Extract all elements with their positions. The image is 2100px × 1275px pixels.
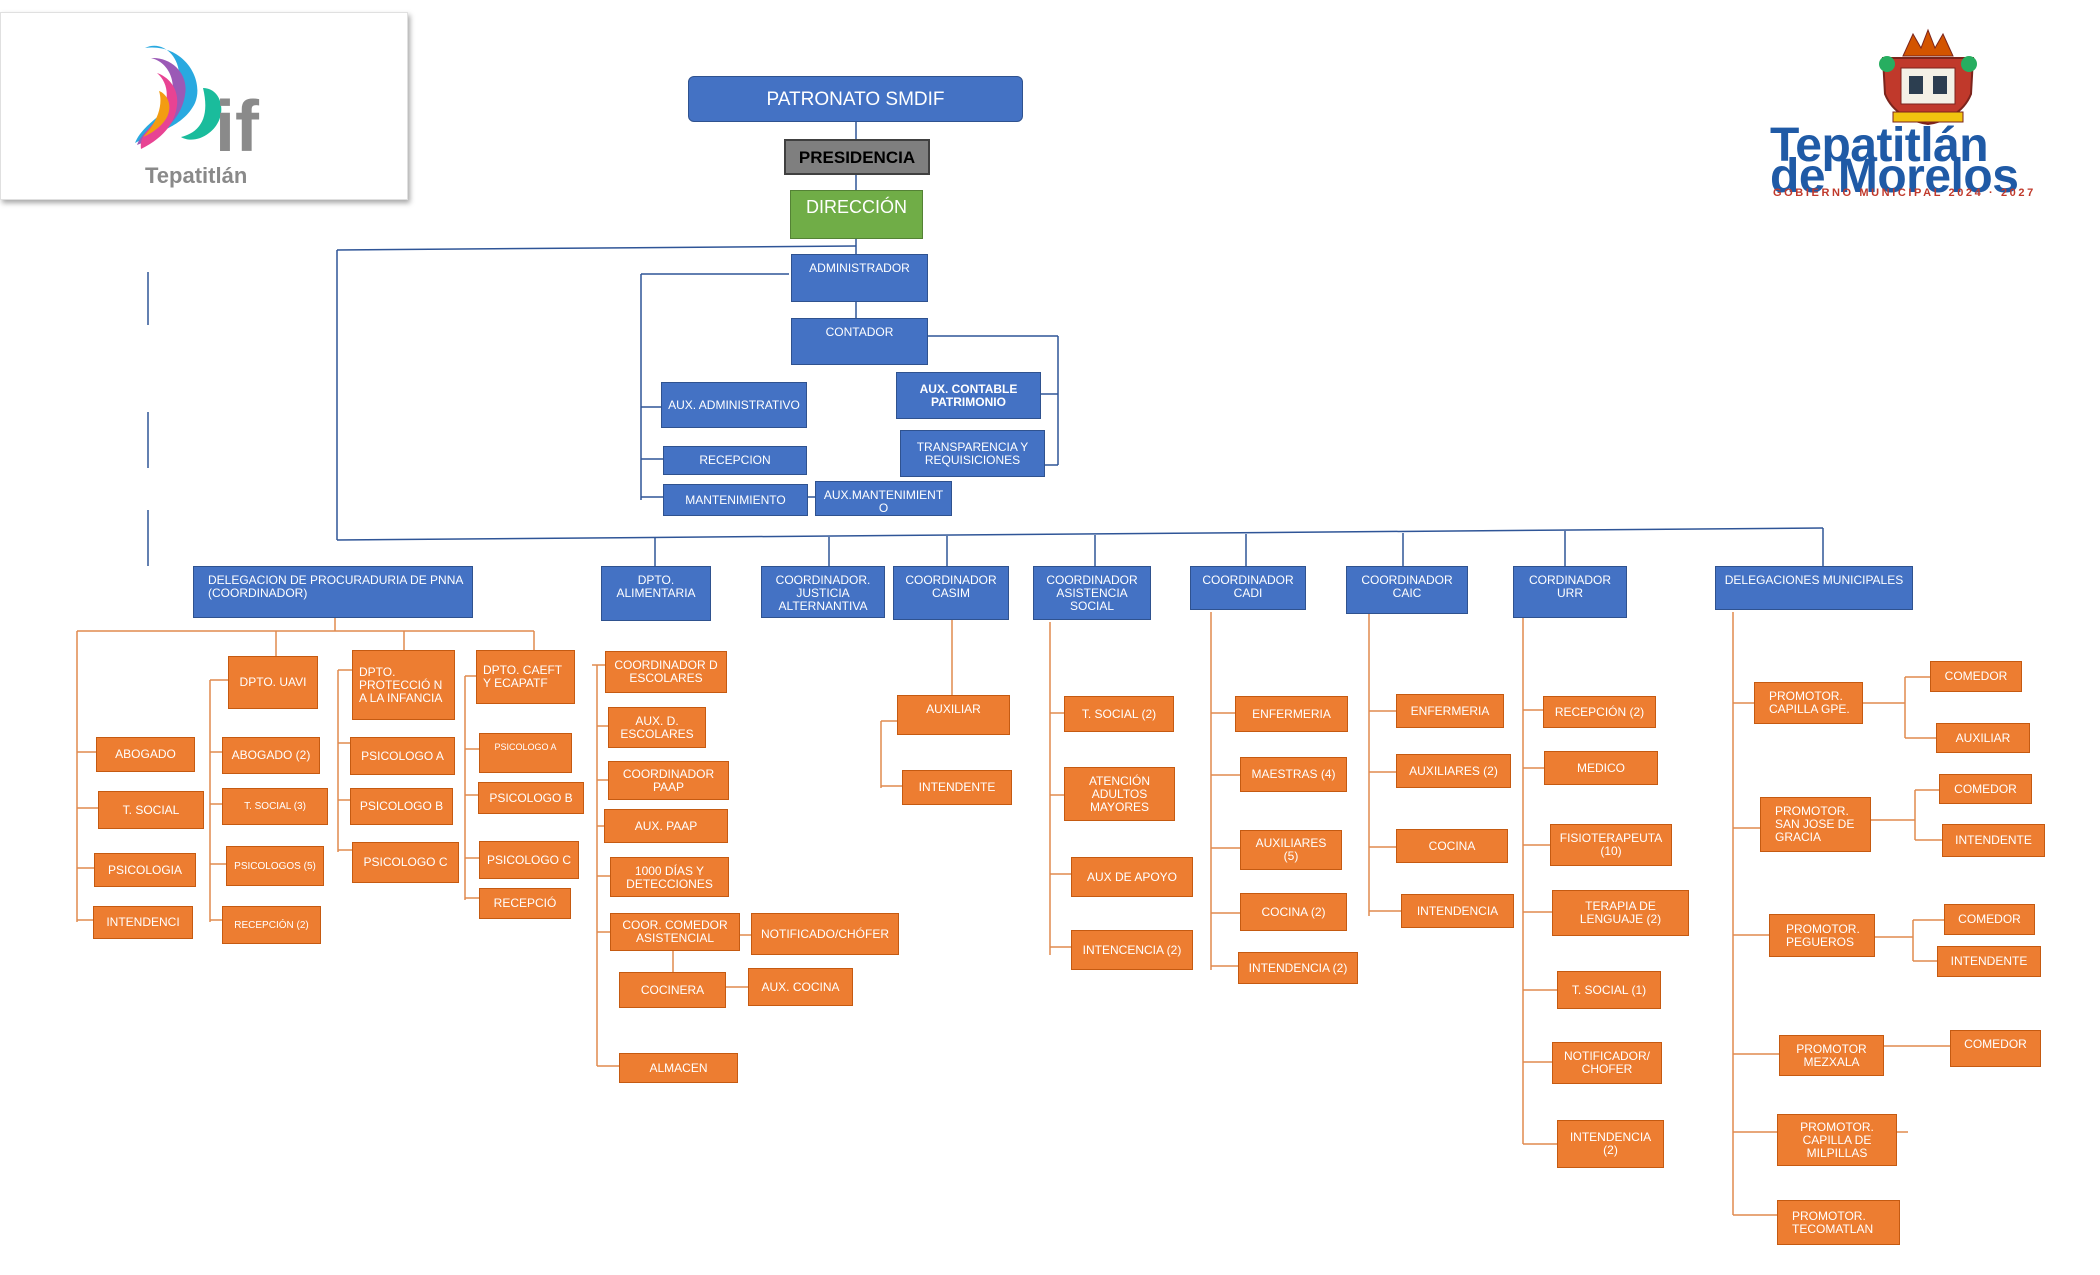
del-pegueros-comedor: COMEDOR: [1944, 904, 2035, 935]
dif-logo-mark: [135, 45, 222, 149]
ali-1000-dias: 1000 DÍAS Y DETECCIONES: [610, 857, 729, 897]
cadi-enfermeria: ENFERMERIA: [1235, 696, 1348, 732]
dept-caic: COORDINADOR CAIC: [1346, 566, 1468, 614]
aux-administrativo-box: AUX. ADMINISTRATIVO: [661, 382, 807, 428]
caeft-box: DPTO. CAEFT Y ECAPATF: [476, 650, 575, 704]
uavi-t-social: T. SOCIAL (3): [222, 788, 328, 825]
caeft-recepcion: RECEPCIÓ: [479, 888, 571, 919]
casim-intendente: INTENDENTE: [902, 770, 1012, 805]
caic-cocina: COCINA: [1396, 829, 1508, 863]
urr-terapia: TERAPIA DE LENGUAJE (2): [1552, 890, 1689, 936]
prot-psicologo-a: PSICOLOGO A: [350, 737, 455, 775]
aux-contable-box: AUX. CONTABLE PATRIMONIO: [896, 372, 1041, 419]
ali-notificado: NOTIFICADO/CHÓFER: [751, 913, 899, 955]
del-san-jose: PROMOTOR. SAN JOSE DE GRACIA: [1760, 797, 1871, 852]
ali-almacen: ALMACEN: [619, 1053, 738, 1083]
proc-intendencia: INTENDENCI: [93, 906, 193, 939]
urr-notificador: NOTIFICADOR/ CHOFER: [1552, 1042, 1662, 1084]
transparencia-box: TRANSPARENCIA Y REQUISICIONES: [900, 430, 1045, 477]
casim-auxiliar: AUXILIAR: [897, 695, 1010, 735]
proc-t-social: T. SOCIAL: [98, 791, 204, 829]
proteccion-box: DPTO. PROTECCIÓ N A LA INFANCIA: [352, 650, 455, 720]
uavi-recepcion: RECEPCIÓN (2): [222, 906, 321, 944]
municipality-name-line1: Tepatitlán: [1770, 119, 1989, 172]
dif-logo-text: Tepatitlán: [145, 163, 248, 188]
dept-justicia: COORDINADOR. JUSTICIA ALTERNANTIVA: [761, 566, 885, 618]
del-san-jose-comedor: COMEDOR: [1939, 774, 2032, 804]
del-mezxala-comedor: COMEDOR: [1950, 1030, 2041, 1067]
del-capilla-comedor: COMEDOR: [1930, 661, 2022, 692]
cadi-intendencia: INTENDENCIA (2): [1238, 952, 1358, 984]
caeft-psicologo-a: PSICOLOGO A: [479, 733, 572, 773]
cadi-maestras: MAESTRAS (4): [1240, 757, 1347, 792]
del-capilla-auxiliar: AUXILIAR: [1936, 723, 2030, 753]
asis-aux-apoyo: AUX DE APOYO: [1071, 857, 1193, 897]
uavi-box: DPTO. UAVI: [228, 656, 318, 709]
del-san-jose-intendente: INTENDENTE: [1942, 824, 2045, 857]
ali-coord-escolares: COORDINADOR D ESCOLARES: [605, 651, 727, 693]
ali-aux-escolares: AUX. D. ESCOLARES: [608, 707, 706, 748]
uavi-abogado: ABOGADO (2): [222, 737, 320, 774]
patronato-box: PATRONATO SMDIF: [688, 76, 1023, 122]
mantenimiento-box: MANTENIMIENTO: [663, 484, 808, 516]
ali-aux-cocina: AUX. COCINA: [748, 968, 853, 1006]
caic-auxiliares: AUXILIARES (2): [1396, 754, 1511, 788]
del-pegueros: PROMOTOR. PEGUEROS: [1769, 914, 1875, 957]
urr-t-social: T. SOCIAL (1): [1557, 971, 1661, 1009]
cadi-cocina: COCINA (2): [1240, 893, 1347, 931]
del-tecomatlan: PROMOTOR. TECOMATLAN: [1777, 1200, 1900, 1245]
prot-psicologo-b: PSICOLOGO B: [350, 788, 453, 825]
administrador-box: ADMINISTRADOR: [791, 254, 928, 302]
dif-logo-letters: if: [215, 87, 259, 167]
caeft-psicologo-b: PSICOLOGO B: [478, 782, 584, 814]
ali-cocinera: COCINERA: [619, 972, 726, 1008]
dept-urr: CORDINADOR URR: [1513, 566, 1627, 618]
dept-alimentaria: DPTO. ALIMENTARIA: [601, 566, 711, 621]
dept-asistencia: COORDINADOR ASISTENCIA SOCIAL: [1033, 566, 1151, 620]
urr-fisioterapeuta: FISIOTERAPEUTA (10): [1550, 824, 1672, 866]
municipality-subtitle: GOBIERNO MUNICIPAL 2024 · 2027: [1773, 187, 2036, 199]
del-mezxala: PROMOTOR MEZXALA: [1779, 1035, 1884, 1076]
urr-recepcion: RECEPCIÓN (2): [1543, 696, 1656, 728]
contador-box: CONTADOR: [791, 318, 928, 365]
caic-intendencia: INTENDENCIA: [1401, 894, 1514, 928]
ali-coord-paap: COORDINADOR PAAP: [608, 761, 729, 800]
prot-psicologo-c: PSICOLOGO C: [352, 842, 459, 883]
asis-atencion: ATENCIÓN ADULTOS MAYORES: [1064, 767, 1175, 821]
recepcion-box: RECEPCION: [663, 446, 807, 475]
asis-t-social: T. SOCIAL (2): [1064, 696, 1174, 732]
proc-abogado: ABOGADO: [96, 737, 195, 772]
aux-mantenimiento-box: AUX.MANTENIMIENT O: [815, 481, 952, 516]
caic-enfermeria: ENFERMERIA: [1396, 694, 1504, 728]
ali-coor-comedor: COOR. COMEDOR ASISTENCIAL: [610, 913, 740, 951]
dif-logo: if Tepatitlán: [0, 12, 408, 200]
direccion-box: DIRECCIÓN: [790, 190, 923, 239]
del-milpillas: PROMOTOR. CAPILLA DE MILPILLAS: [1777, 1114, 1897, 1166]
coat-of-arms-icon: [1879, 28, 1977, 126]
dept-delegaciones: DELEGACIONES MUNICIPALES: [1715, 566, 1913, 610]
del-capilla-gpe: PROMOTOR. CAPILLA GPE.: [1754, 682, 1863, 724]
presidencia-box: PRESIDENCIA: [784, 139, 930, 175]
uavi-psicologos: PSICOLOGOS (5): [226, 846, 324, 886]
urr-intendencia: INTENDENCIA (2): [1557, 1120, 1664, 1168]
urr-medico: MEDICO: [1544, 751, 1658, 785]
dept-cadi: COORDINADOR CADI: [1190, 566, 1306, 610]
del-pegueros-intendente: INTENDENTE: [1937, 946, 2041, 977]
dept-procuraduria: DELEGACION DE PROCURADURIA DE PNNA (COOR…: [193, 566, 473, 618]
ali-aux-paap: AUX. PAAP: [604, 809, 728, 843]
proc-psicologia: PSICOLOGIA: [94, 853, 196, 887]
cadi-auxiliares: AUXILIARES (5): [1240, 830, 1342, 870]
caeft-psicologo-c: PSICOLOGO C: [479, 841, 579, 879]
asis-intendencia: INTENCENCIA (2): [1071, 930, 1193, 970]
municipality-name-line2: de Morelos: [1770, 150, 2019, 203]
dept-casim: COORDINADOR CASIM: [893, 566, 1009, 620]
